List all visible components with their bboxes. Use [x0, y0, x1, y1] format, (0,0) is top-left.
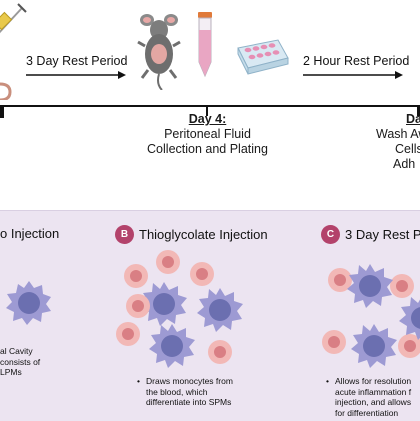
- panel-b-cell-cluster: [116, 250, 243, 368]
- panel-c-note-line: Allows for resolution: [326, 376, 420, 387]
- panel-a-title: o Injection: [0, 226, 60, 241]
- panel-c-cell-cluster: [322, 264, 420, 368]
- panel-b-note: Draws monocytes from the blood, which di…: [137, 376, 233, 408]
- next-day-line2: Cells: [395, 142, 420, 156]
- mouse-icon: [137, 14, 181, 90]
- day4-line2: Collection and Plating: [147, 142, 268, 156]
- rest-period-1-label: 3 Day Rest Period: [26, 54, 128, 68]
- panel-b-badge: B: [115, 225, 134, 244]
- lpm-cell-icon: [6, 281, 51, 325]
- next-day-line3: Adh: [393, 157, 416, 171]
- panel-c-note-line: for differentiation: [335, 407, 399, 418]
- day4-block: Day 4: Peritoneal Fluid Collection and P…: [130, 112, 285, 157]
- next-day-title: Da: [406, 112, 420, 126]
- test-tube-icon: [198, 12, 212, 78]
- panel-b-title: Thioglycolate Injection: [139, 227, 268, 242]
- panel-c-note-line: acute inflammation f: [335, 386, 412, 397]
- panel-b-note-line: the blood, which: [146, 386, 208, 397]
- timeline-tick: [0, 106, 4, 118]
- rest-period-2-label: 2 Hour Rest Period: [303, 54, 410, 68]
- timeline-tick: [417, 106, 420, 116]
- panel-a-note: al Cavity consists of LPMs: [0, 346, 40, 378]
- panel-a-note-line: al Cavity: [0, 346, 33, 356]
- day4-line1: Peritoneal Fluid: [164, 127, 251, 141]
- panel-c-title: 3 Day Rest Pe: [345, 227, 420, 242]
- timeline-axis: [0, 105, 420, 107]
- culture-plate-icon: [237, 39, 289, 75]
- panel-c-note-line: injection, and allows: [335, 397, 412, 407]
- timeline-tick: [206, 106, 208, 116]
- syringe-icon: [0, 3, 27, 100]
- panel-a-note-line: consists of: [0, 356, 41, 367]
- timeline-arrow-1: [26, 71, 126, 79]
- panel-b-note-line: differentiate into SPMs: [146, 397, 232, 407]
- panel-b-note-line: Draws monocytes from: [137, 376, 233, 387]
- panel-a-note-line: LPMs: [0, 367, 22, 377]
- next-day-line1: Wash Aw: [376, 127, 420, 141]
- panel-c-note: Allows for resolution acute inflammation…: [326, 376, 420, 418]
- timeline-arrow-2: [303, 71, 403, 79]
- panel-c-badge: C: [321, 225, 340, 244]
- day4-title: Day 4:: [188, 112, 227, 126]
- next-day-block: Da Wash Aw Cells Adh: [376, 112, 420, 172]
